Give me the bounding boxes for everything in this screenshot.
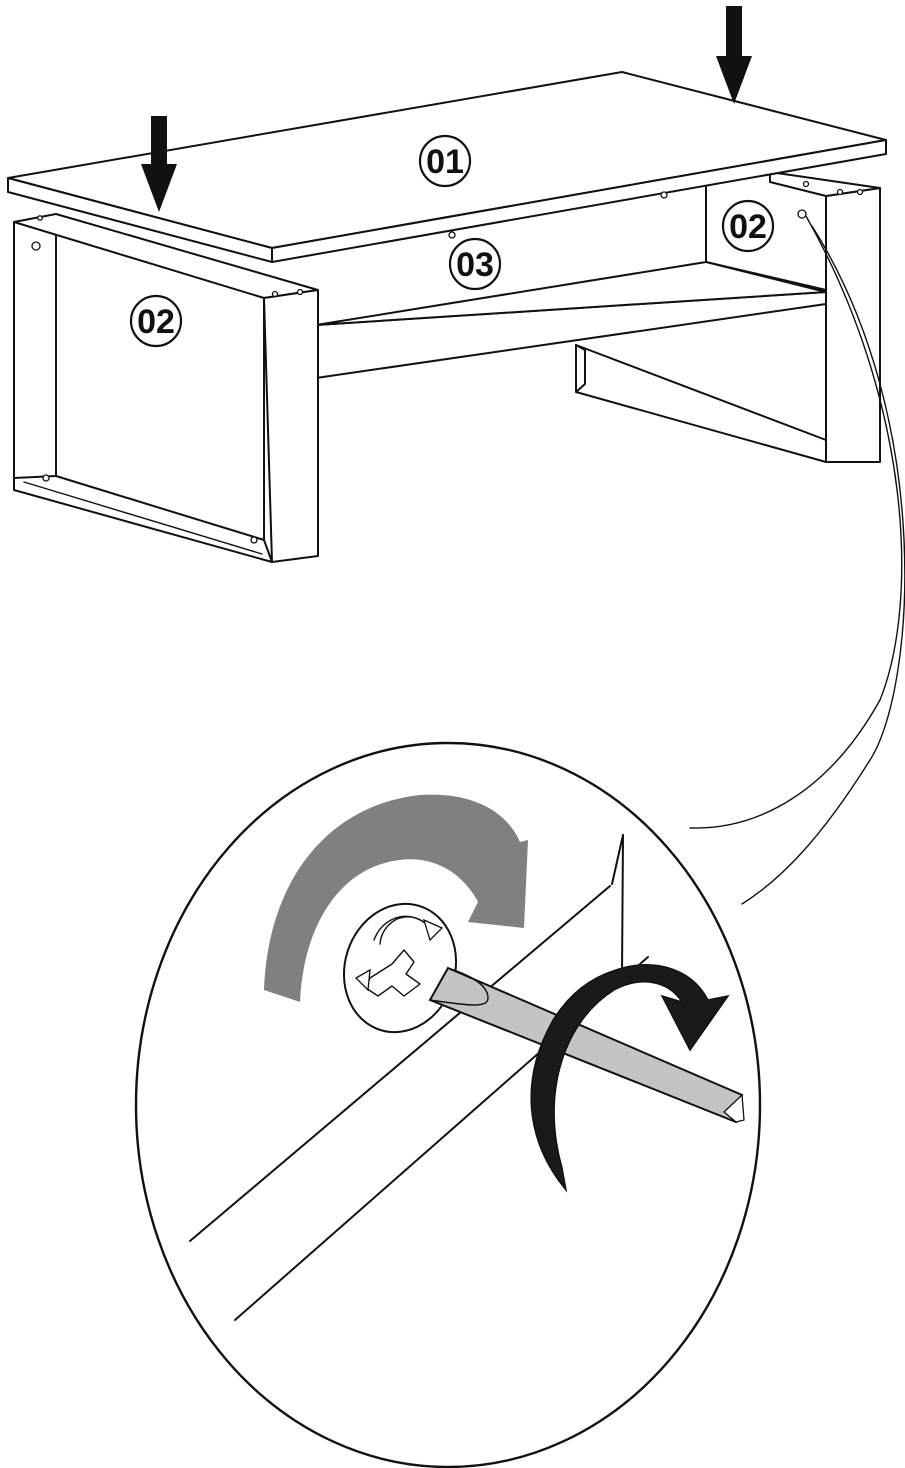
rotation-arrow-fitting [264, 794, 528, 1002]
shelf-panel [315, 261, 827, 379]
press-arrow-left [141, 116, 177, 212]
svg-text:02: 02 [137, 303, 175, 341]
part-badge-side-right: 02 [721, 199, 775, 253]
cam-lock-fitting [342, 902, 458, 1034]
detail-magnifier [134, 741, 762, 1468]
part-badge-side-left: 02 [129, 294, 183, 348]
callout-leader [689, 215, 905, 905]
part-badge-top: 01 [418, 134, 472, 188]
press-arrow-right [716, 6, 752, 104]
screwdriver-icon [428, 966, 745, 1124]
rotation-arrow-tool [530, 964, 730, 1193]
side-panel-right [575, 171, 881, 463]
side-panel-left [13, 213, 319, 563]
svg-text:01: 01 [426, 143, 464, 181]
part-badge-shelf: 03 [448, 237, 502, 291]
svg-text:03: 03 [456, 246, 494, 284]
svg-text:02: 02 [729, 208, 767, 246]
